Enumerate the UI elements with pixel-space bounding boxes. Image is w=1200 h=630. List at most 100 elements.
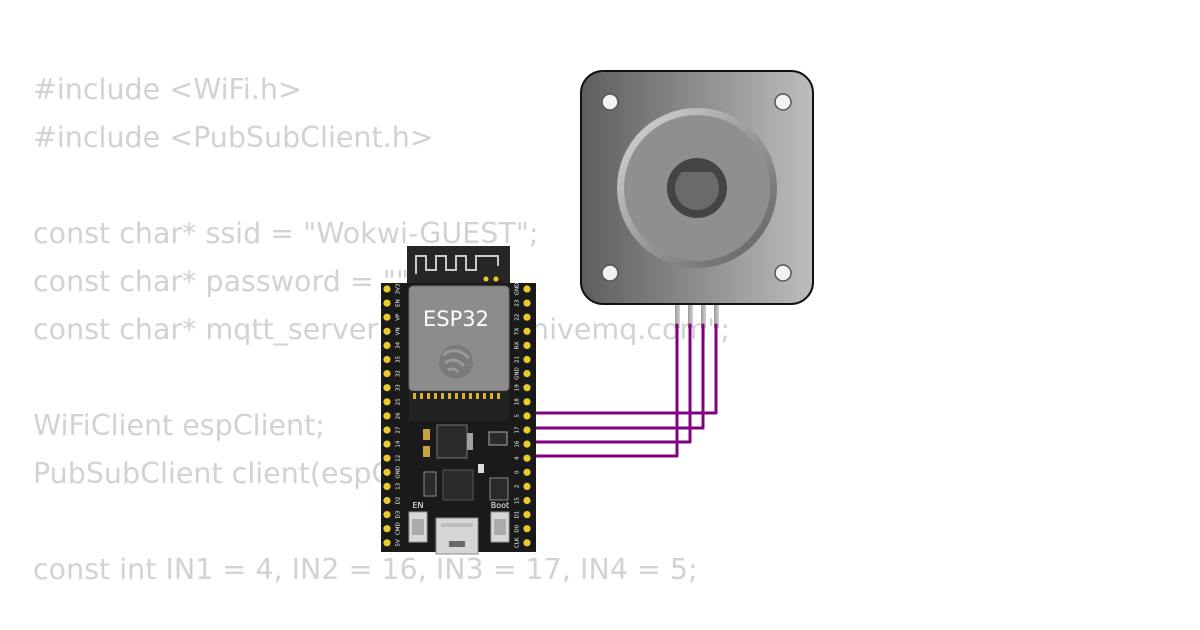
pin-15[interactable] <box>523 496 531 505</box>
micro-usb-port[interactable] <box>435 517 479 555</box>
pin-18[interactable] <box>523 398 531 406</box>
pin-d3[interactable] <box>383 510 391 519</box>
pin-21[interactable] <box>523 355 531 364</box>
pin-label: CLK <box>515 537 521 548</box>
wire-gpio16[interactable] <box>525 323 692 444</box>
espressif-logo-icon <box>439 345 473 379</box>
pin-2[interactable] <box>523 482 531 490</box>
pin-label: VP <box>396 313 402 321</box>
esp32-board[interactable]: ESP32 3V3ENVPVN343532332526271412GND13D2… <box>381 246 536 555</box>
pin-label: 19 <box>515 384 521 391</box>
pin-label: 33 <box>396 384 402 391</box>
pin-4[interactable] <box>523 454 531 462</box>
antenna-pad <box>493 276 499 282</box>
board-label: ESP32 <box>423 307 489 331</box>
pin-16[interactable] <box>523 440 531 448</box>
en-button[interactable] <box>408 511 428 543</box>
smd-component <box>478 464 484 473</box>
wire-gpio4[interactable] <box>525 323 679 458</box>
wire-gpio5[interactable] <box>525 323 718 415</box>
pin-19[interactable] <box>523 384 531 392</box>
motor-pin-4 <box>714 304 719 328</box>
pin-label: 32 <box>396 370 402 377</box>
pin-en[interactable] <box>383 299 391 307</box>
mount-hole-top-left <box>601 93 619 111</box>
pin-rx[interactable] <box>523 341 531 349</box>
pin-gnd[interactable] <box>523 370 531 378</box>
wires <box>525 323 718 458</box>
pin-gnd[interactable] <box>383 468 391 476</box>
pin-27[interactable] <box>383 426 391 434</box>
regulator-tab <box>467 433 473 450</box>
pin-label: 26 <box>396 412 402 419</box>
pin-32[interactable] <box>383 370 391 378</box>
motor-leads <box>675 304 719 328</box>
pin-label: 17 <box>515 426 521 433</box>
pin-label: EN <box>396 299 402 307</box>
pin-d1[interactable] <box>523 510 531 519</box>
module-base <box>409 391 509 421</box>
code-line: #include <PubSubClient.h> <box>33 121 434 154</box>
pin-label: 12 <box>396 455 402 462</box>
pin-label: 14 <box>396 440 402 447</box>
code-line: const int IN1 = 4, IN2 = 16, IN3 = 17, I… <box>33 553 698 586</box>
mount-hole-bottom-right <box>774 264 792 282</box>
motor-pin-1 <box>675 304 680 328</box>
pin-34[interactable] <box>383 341 391 349</box>
smd-component <box>489 477 509 501</box>
en-button-label: EN <box>412 501 423 510</box>
pin-label: 18 <box>515 398 521 405</box>
mount-hole-top-right <box>774 93 792 111</box>
pin-label: 16 <box>515 440 521 447</box>
pin-35[interactable] <box>383 355 391 364</box>
pin-label: D1 <box>515 511 521 519</box>
antenna-area <box>407 246 510 283</box>
pin-vn[interactable] <box>383 327 391 335</box>
pin-d0[interactable] <box>523 525 531 533</box>
pin-25[interactable] <box>383 398 391 406</box>
pin-tx[interactable] <box>523 327 531 335</box>
pin-label: D3 <box>396 510 402 518</box>
smd-component <box>488 431 508 446</box>
pin-label: 22 <box>515 314 521 321</box>
pin-label: 25 <box>396 398 402 405</box>
pin-5v[interactable] <box>383 539 391 547</box>
pin-22[interactable] <box>523 313 531 321</box>
pin-23[interactable] <box>523 299 531 307</box>
boot-button[interactable] <box>490 511 510 543</box>
pin-14[interactable] <box>383 440 391 448</box>
pin-d2[interactable] <box>383 496 391 505</box>
pin-clk[interactable] <box>523 539 531 547</box>
usb-uart-chip <box>442 469 474 501</box>
code-line: #include <WiFi.h> <box>33 73 302 106</box>
pin-label: 34 <box>396 341 402 348</box>
pin-label: GND <box>396 466 402 479</box>
pin-26[interactable] <box>383 412 391 420</box>
pin-33[interactable] <box>383 384 391 392</box>
pin-13[interactable] <box>383 482 391 490</box>
pin-12[interactable] <box>383 454 391 462</box>
pin-5[interactable] <box>523 412 531 420</box>
stepper-motor[interactable] <box>580 70 814 328</box>
pin-3v3[interactable] <box>383 285 391 293</box>
smd-component <box>423 429 430 440</box>
pin-label: D0 <box>515 524 521 532</box>
pin-label: 35 <box>396 356 402 363</box>
boot-button-label: Boot <box>491 501 509 510</box>
voltage-regulator <box>436 424 468 459</box>
pin-vp[interactable] <box>383 313 391 321</box>
left-pin-header: 3V3ENVPVN343532332526271412GND13D2D3CMD5… <box>383 283 402 547</box>
pin-label: D2 <box>396 497 402 505</box>
motor-pin-3 <box>701 304 706 328</box>
pin-gnd[interactable] <box>523 285 531 293</box>
pin-17[interactable] <box>523 426 531 434</box>
module-castellations <box>413 393 500 399</box>
wire-gpio17[interactable] <box>525 323 705 430</box>
pin-label: 27 <box>396 426 402 433</box>
pin-label: 0 <box>515 470 521 474</box>
pin-0[interactable] <box>523 468 531 476</box>
pin-cmd[interactable] <box>383 525 391 533</box>
pin-label: 5 <box>515 414 521 418</box>
